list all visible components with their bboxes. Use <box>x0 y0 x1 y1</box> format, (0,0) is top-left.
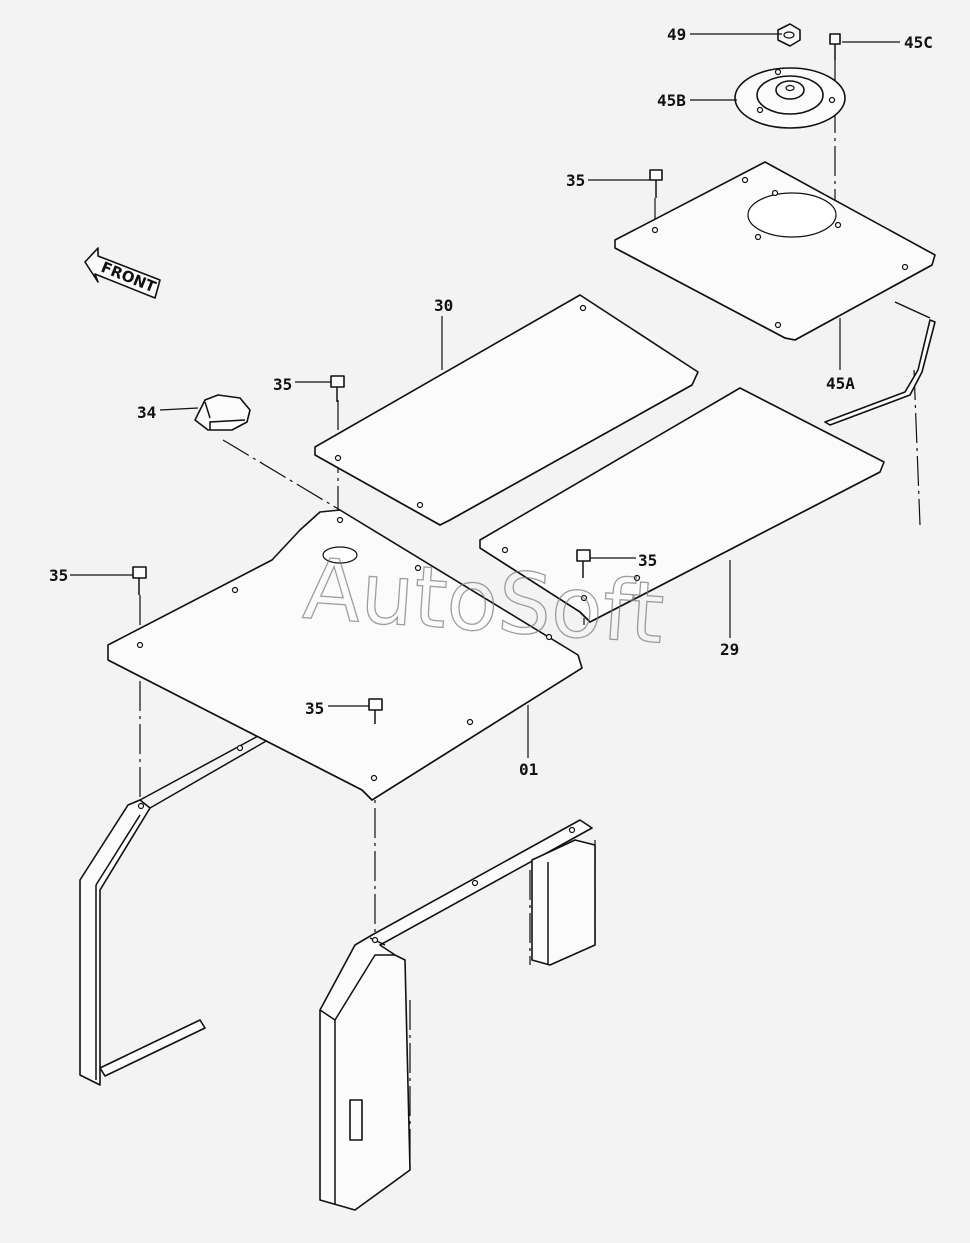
label-45A: 45A <box>826 374 855 393</box>
part-45B-disc <box>734 67 846 129</box>
label-01: 01 <box>519 760 538 779</box>
part-01-floor-plate <box>107 509 583 801</box>
label-35-bottom: 35 <box>305 699 324 718</box>
label-35-mid: 35 <box>638 551 657 570</box>
bolt-45C <box>829 33 841 60</box>
bolts <box>132 33 841 724</box>
label-45C: 45C <box>904 33 933 52</box>
label-49: 49 <box>667 25 686 44</box>
part-34-cap <box>194 394 251 431</box>
label-45B: 45B <box>657 91 686 110</box>
label-29: 29 <box>720 640 739 659</box>
bolt-35-top <box>649 169 663 198</box>
part-49-nut <box>777 23 801 47</box>
bolt-35-left <box>132 566 147 595</box>
part-45A-plate <box>614 161 936 426</box>
lower-frame <box>79 734 596 1211</box>
leader-lines <box>70 33 900 758</box>
part-29-cover <box>479 387 885 623</box>
label-35-left: 35 <box>49 566 68 585</box>
front-indicator-text: FRONT <box>99 258 160 296</box>
label-35-cover30: 35 <box>273 375 292 394</box>
front-indicator: FRONT <box>84 247 161 299</box>
label-30: 30 <box>434 296 453 315</box>
bolt-35-cover30 <box>330 375 345 402</box>
label-34: 34 <box>137 403 156 422</box>
label-35-top: 35 <box>566 171 585 190</box>
part-labels: 49 45C 45B 35 45A 30 35 34 35 35 29 35 0… <box>49 25 933 779</box>
bolt-35-bottom <box>368 698 383 724</box>
part-30-cover <box>314 294 699 526</box>
bolt-35-mid <box>576 549 591 578</box>
